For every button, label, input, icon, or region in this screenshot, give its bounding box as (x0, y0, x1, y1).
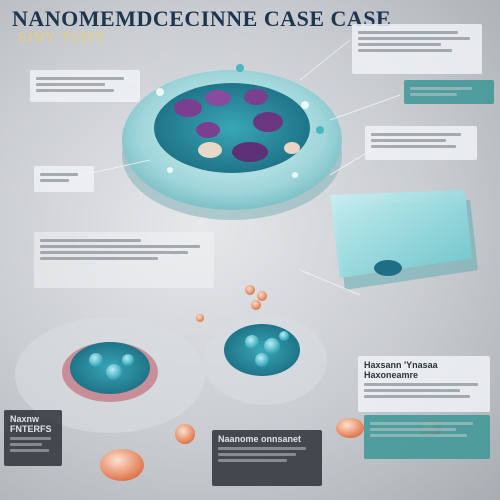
cell-right (203, 315, 327, 405)
callout-top-left (30, 70, 140, 102)
callout-top-right (352, 24, 482, 74)
panel-bottom-left-title: Naxnw FNTERFS (10, 414, 52, 434)
callout-right-2 (365, 126, 477, 160)
callout-left-list (34, 232, 214, 288)
panel-bottom-left: Naxnw FNTERFS (4, 410, 62, 466)
cell-left (15, 317, 205, 433)
panel-bottom-center-title: Naanome onnsanet (218, 434, 302, 444)
panel-bottom-center: Naanome onnsanet (212, 430, 322, 486)
callout-right-1 (404, 80, 494, 104)
panel-right-mid-title: Haxsann 'Ynasaa Haxoneamre (364, 360, 438, 380)
panel-bottom-right (364, 415, 490, 459)
page-subtitle: SINY TUDY (18, 30, 107, 46)
panel-right-mid: Haxsann 'Ynasaa Haxoneamre (358, 356, 490, 412)
page-title: NANOMEMDCECINNE CASE CASE (12, 6, 392, 31)
nanoparticle-dish (122, 64, 342, 220)
nanochip (330, 190, 478, 290)
callout-left-mid (34, 166, 94, 192)
